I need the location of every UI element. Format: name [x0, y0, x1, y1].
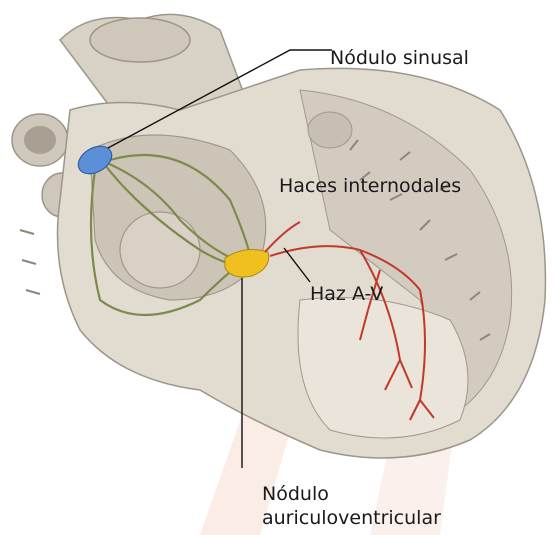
label-nodulo-av-line2: auriculoventricular — [262, 508, 441, 530]
label-nodulo-av-line1: Nódulo — [262, 484, 329, 506]
label-haces-internodales: Haces internodales — [279, 176, 461, 198]
label-haz-av: Haz A-V — [310, 284, 383, 306]
label-nodulo-sinusal: Nódulo sinusal — [330, 48, 469, 70]
